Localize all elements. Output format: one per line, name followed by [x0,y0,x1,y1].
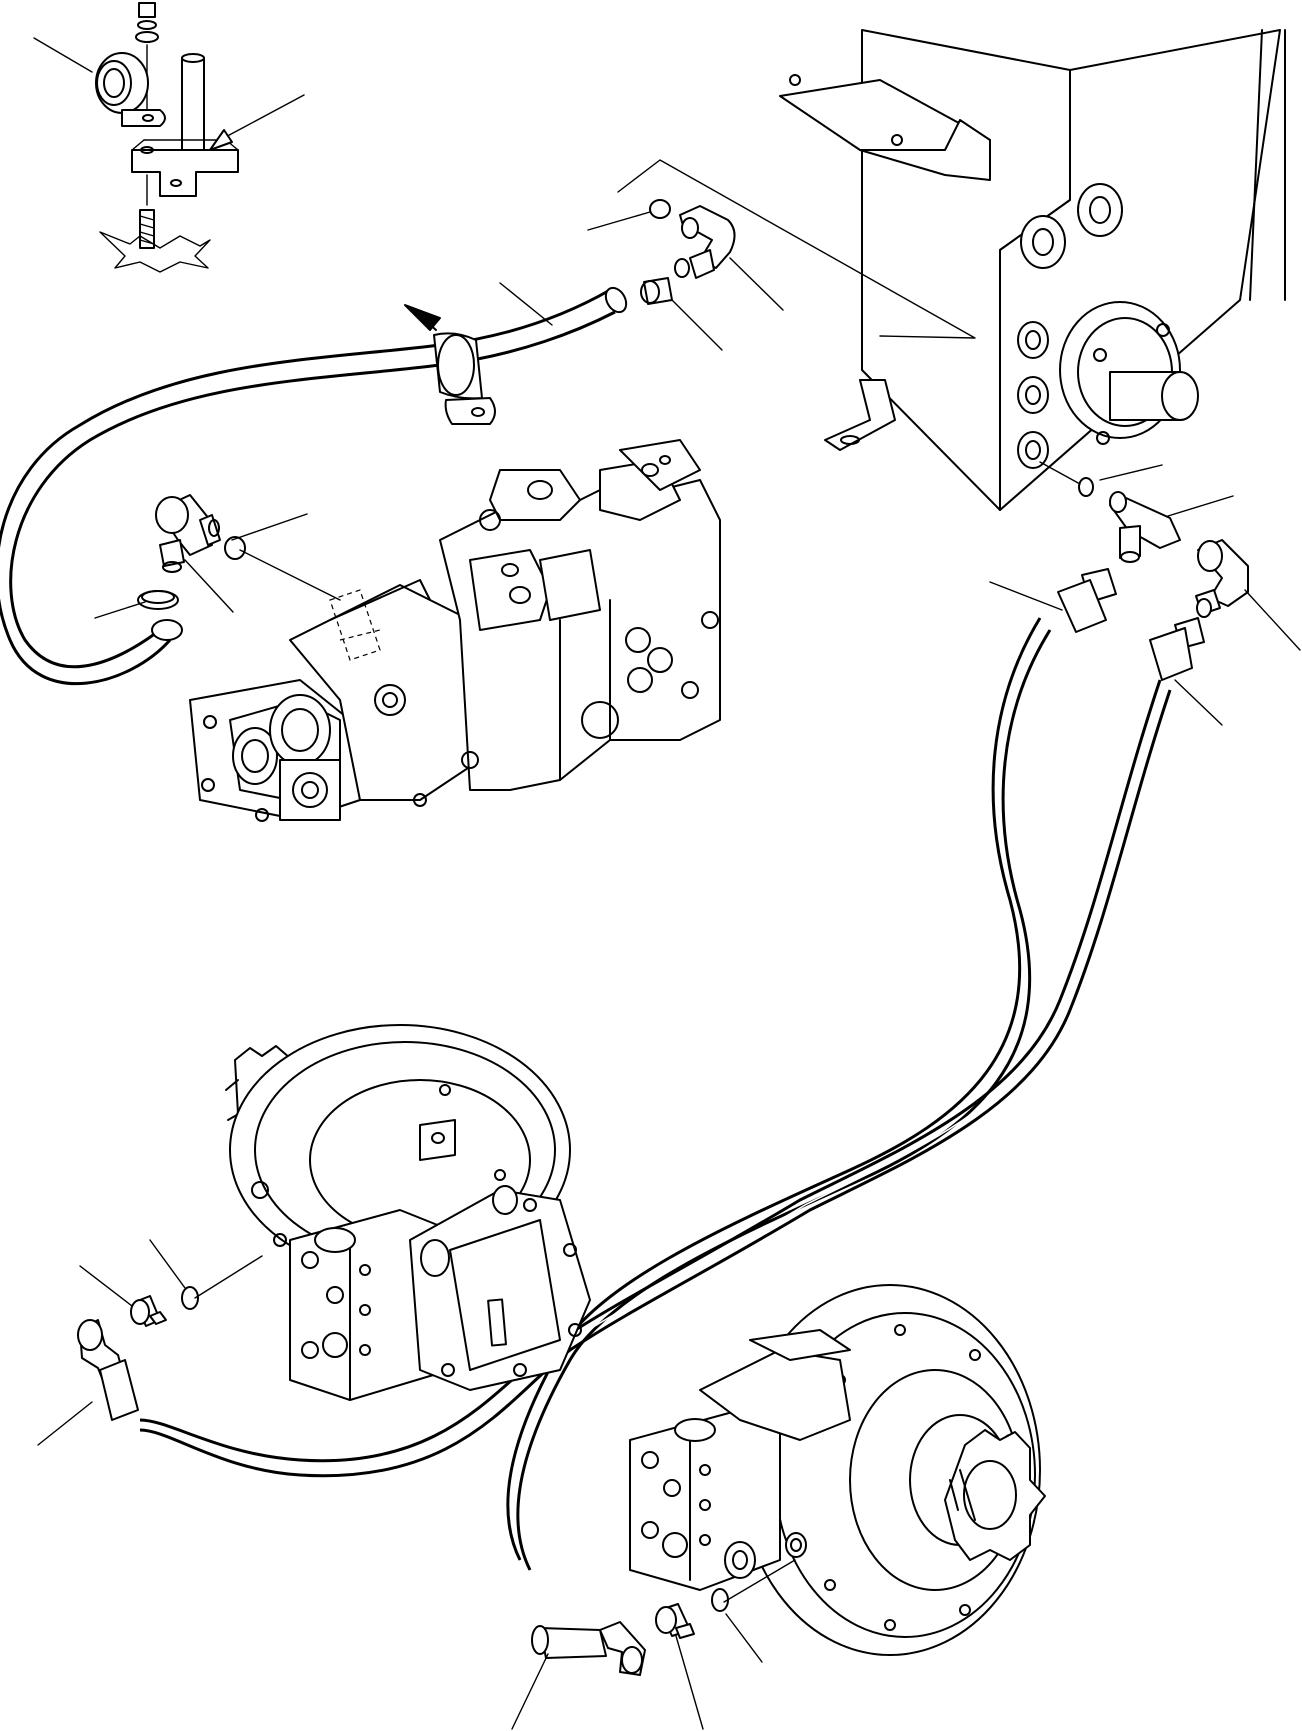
control-valve [189,439,721,822]
right-motor-drain-hose [506,617,1052,1571]
tee-fitting [1039,461,1234,563]
valve-elbow-fitting [94,494,341,641]
hydraulic-tank [617,29,1286,511]
left-motor-fittings [37,1239,263,1446]
left-motor-drain-hose [139,679,1172,1478]
elbow-fitting [1195,539,1301,651]
tee-hose-ends [989,568,1223,726]
right-motor-fittings [511,1559,796,1730]
left-travel-motor [225,1024,591,1401]
hose-clamp [404,304,496,425]
top-elbow-fitting [499,199,784,351]
hose-clamp-detail [33,2,305,273]
right-travel-motor [629,1284,1046,1656]
main-drain-hose [0,286,628,686]
